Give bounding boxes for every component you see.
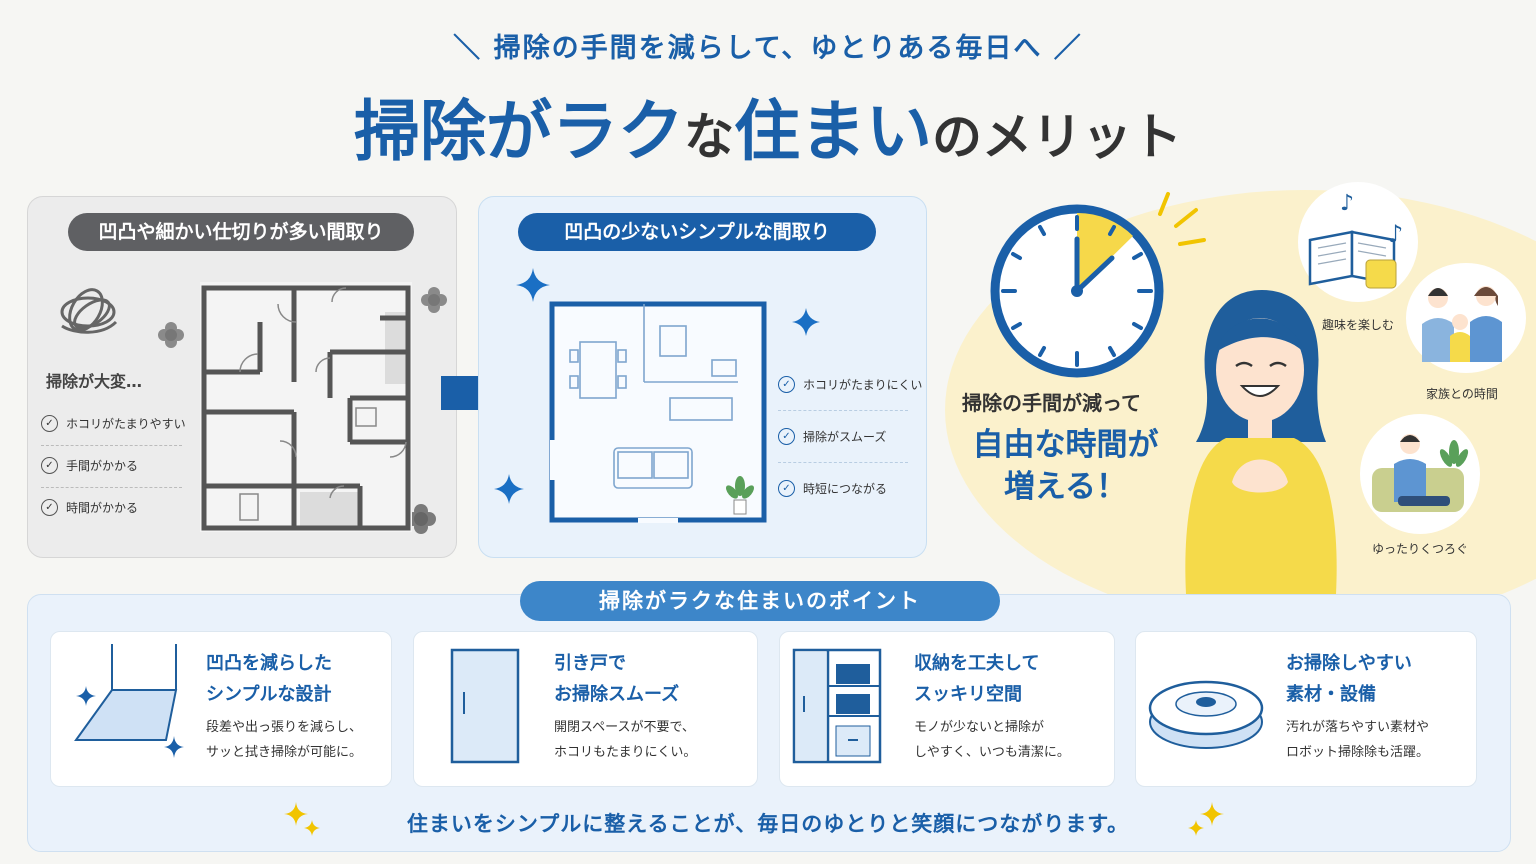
storage-icon [792,648,882,764]
footer-message: 住まいをシンプルに整えることが、毎日のゆとりと笑顔につながります。 [406,812,1130,836]
title-part4: のメリット [932,108,1182,166]
caption-hobby: 趣味を楽しむ [1322,318,1395,332]
point-title: 収納を工夫してスッキリ空間 [914,653,1040,705]
sparkle-icon [494,474,524,504]
divider [41,445,182,446]
page-title: 掃除がラクな住まいのメリット [0,78,1536,174]
benefit-line2: 自由な時間が [972,427,1159,463]
point-title: お掃除しやすい素材・設備 [1286,653,1412,705]
woman-illustration [1185,290,1337,594]
floor-corner-icon [74,644,184,758]
divider [778,410,908,411]
sparkle-icon [284,802,320,836]
music-note-icon: ♪ [1388,220,1403,248]
svg-text:♪: ♪ [1340,191,1354,216]
dust-icon [421,287,447,313]
after-pill: 凹凸の少ないシンプルな間取り [518,213,876,251]
check-item: ✓ホコリがたまりやすい [41,415,186,432]
robot-vacuum-icon [1148,680,1264,749]
complex-floor-plan [200,282,412,532]
sparkle-icon [1188,802,1224,836]
check-item: ✓時短につながる [778,480,887,497]
sparkle-icon [516,268,550,302]
simple-floor-plan [549,301,767,523]
check-item: ✓ホコリがたまりにくい [778,376,922,393]
subtitle: ＼ 掃除の手間を減らして、ゆとりある毎日へ ／ [453,33,1083,64]
point-desc: 段差や出っ張りを減らし、サッと拭き掃除が可能に。 [206,720,363,760]
check-icon: ✓ [778,480,795,497]
check-icon: ✓ [41,415,58,432]
shine-icon [1158,192,1206,246]
point-desc: モノが少ないと掃除がしやすく、いつも清潔に。 [914,720,1070,760]
dust-icon [158,322,184,348]
title-part3: 住まい [734,93,932,170]
check-item: ✓時間がかかる [41,499,138,516]
sparkle-icon [792,308,820,336]
check-icon: ✓ [778,428,795,445]
check-icon: ✓ [41,499,58,516]
hobby-icon: ♪ [1298,182,1418,302]
divider [41,487,182,488]
points-pill: 掃除がラクな住まいのポイント [520,581,1000,621]
benefit-line3: 増える！ [1003,469,1128,505]
benefit-headline: 自由な時間が 増える！ [958,424,1173,508]
hard-label: 掃除が大変… [46,372,143,391]
check-icon: ✓ [41,457,58,474]
divider [778,462,908,463]
point-desc: 開閉スペースが不要で、ホコリもたまりにくい。 [554,720,697,760]
sliding-door-icon [450,648,520,764]
dust-icon [406,504,436,534]
family-icon [1406,263,1526,373]
title-part1: 掃除がラク [354,93,684,170]
point-title: 凹凸を減らしたシンプルな設計 [206,653,332,705]
point-desc: 汚れが落ちやすい素材やロボット掃除除も活躍。 [1286,720,1430,760]
svg-text:♪: ♪ [1388,220,1403,248]
tangle-icon [60,288,118,334]
clock-icon [990,204,1164,378]
check-item: ✓手間がかかる [41,457,138,474]
point-title: 引き戸でお掃除スムーズ [554,653,680,705]
before-pill: 凹凸や細かい仕切りが多い間取り [68,213,414,251]
title-part2: な [684,108,734,166]
relax-icon [1360,414,1480,534]
check-item: ✓掃除がスムーズ [778,428,886,445]
caption-relax: ゆったりくつろぐ [1372,542,1469,556]
check-icon: ✓ [778,376,795,393]
caption-family: 家族との時間 [1426,387,1498,401]
benefit-line1: 掃除の手間が減って [962,391,1141,415]
